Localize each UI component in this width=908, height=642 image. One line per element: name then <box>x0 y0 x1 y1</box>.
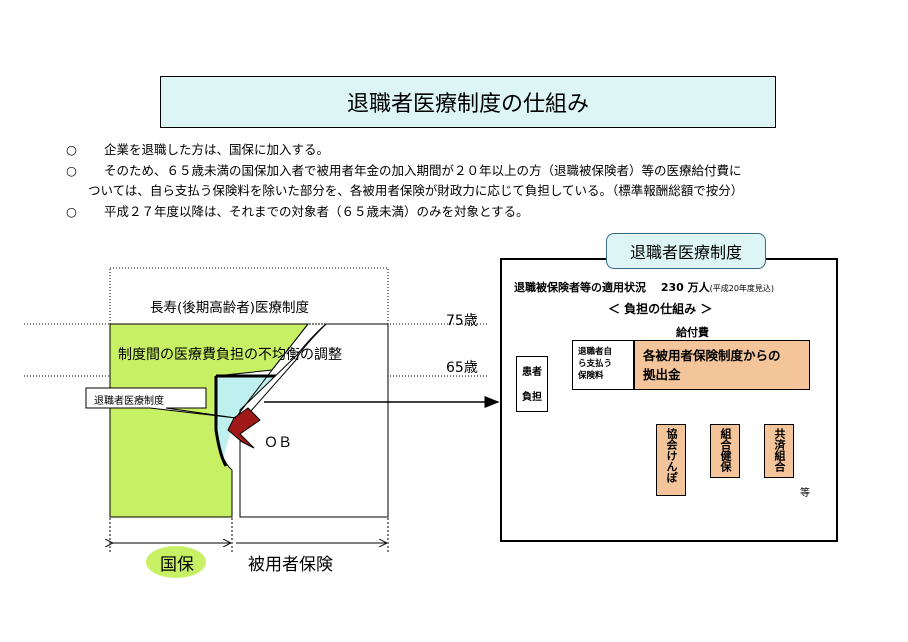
self-pay-line: 退職者自 <box>578 347 613 357</box>
insurer-kyosai: 共済組合 <box>764 424 794 478</box>
insurer-kumiai: 組合健保 <box>710 424 740 478</box>
retiree-area <box>216 376 280 466</box>
boundary-left <box>214 376 228 467</box>
page-title: 退職者医療制度の仕組み <box>160 76 776 128</box>
insurer-kyokai: 協会けんぽ <box>656 424 686 496</box>
elderly-label: 長寿(後期高齢者)医療制度 <box>150 300 310 316</box>
bullet-text: そのため、６５歳未満の国保加入者で被用者年金の加入期間が２０年以上の方（退職被保… <box>104 163 742 178</box>
self-pay-line: 保険料 <box>578 371 604 381</box>
patient-label: 患者 <box>522 367 542 378</box>
callout-label: 退職者医療制度 <box>94 396 164 407</box>
kokuho-label: 国保 <box>160 555 194 575</box>
bullet-3: ○ 平成２７年度以降は、それまでの対象者（６５歳未満）のみを対象とする。 <box>66 201 529 220</box>
insurer-label: 共済組合 <box>773 428 786 472</box>
kokuho-highlight <box>146 546 206 578</box>
bullet-1: ○ 企業を退職した方は、国保に加入する。 <box>66 139 329 158</box>
bullet-text: 企業を退職した方は、国保に加入する。 <box>104 142 330 157</box>
bullet-2-cont: ついては、自ら支払う保険料を除いた部分を、各被用者保険が財政力に応じて負担してい… <box>88 180 743 199</box>
self-pay-box: 退職者自 ら支払う 保険料 <box>572 340 634 390</box>
benefit-label: 給付費 <box>676 326 709 339</box>
insurer-label: 組合健保 <box>719 428 732 472</box>
employee-label: 被用者保険 <box>248 555 333 575</box>
bullet-mark: ○ <box>66 204 77 219</box>
status-label: 退職被保険者等の適用状況 230 万人(平成20年度見込) <box>514 279 774 295</box>
etc-label: 等 <box>800 488 810 499</box>
bullet-mark: ○ <box>66 142 77 157</box>
elderly-system-box <box>109 267 389 325</box>
contribution-box: 各被用者保険制度からの 拠出金 <box>634 340 810 390</box>
right-panel-title: 退職者医療制度 <box>606 233 766 269</box>
age75-label: 75歳 <box>446 313 478 329</box>
ob-label: ＯＢ <box>264 435 292 451</box>
bullet-mark: ○ <box>66 163 77 178</box>
callout-box <box>85 387 237 419</box>
contribution-line: 各被用者保険制度からの <box>643 348 781 363</box>
patient-label-2: 負担 <box>522 392 542 403</box>
status-text: 退職被保険者等の適用状況 230 万人 <box>514 281 710 294</box>
page-title-text: 退職者医療制度の仕組み <box>346 92 589 117</box>
status-note: (平成20年度見込) <box>709 284 775 293</box>
employee-area <box>239 323 389 518</box>
insurer-label: 協会けんぽ <box>665 428 678 483</box>
contribution-line: 拠出金 <box>643 367 681 382</box>
bullet-text: 平成２７年度以降は、それまでの対象者（６５歳未満）のみを対象とする。 <box>104 204 529 219</box>
patient-burden-box: 患者 負担 <box>516 356 548 412</box>
burden-title: ＜ 負担の仕組み ＞ <box>608 302 713 316</box>
right-panel-title-text: 退職者医療制度 <box>629 243 742 262</box>
age65-label: 65歳 <box>446 360 478 376</box>
bullet-2: ○ そのため、６５歳未満の国保加入者で被用者年金の加入期間が２０年以上の方（退職被… <box>66 160 742 179</box>
self-pay-line: ら支払う <box>578 359 613 369</box>
adjust-label: 制度間の医療費負担の不均衡の調整 <box>118 347 342 363</box>
bullet-text: ついては、自ら支払う保険料を除いた部分を、各被用者保険が財政力に応じて負担してい… <box>88 183 744 198</box>
